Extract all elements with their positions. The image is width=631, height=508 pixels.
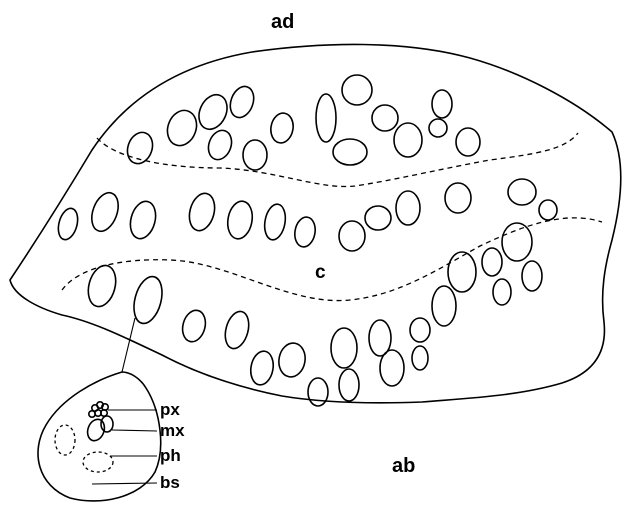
cell xyxy=(445,183,471,213)
metaxylem-vessel xyxy=(101,416,113,432)
label-metaxylem: mx xyxy=(160,421,185,440)
cell xyxy=(429,119,447,137)
cell xyxy=(456,128,480,156)
cell xyxy=(243,140,267,170)
cell xyxy=(396,191,420,225)
phloem-region xyxy=(83,452,113,472)
inset-connector-line xyxy=(122,318,135,372)
cell xyxy=(179,308,209,345)
cell xyxy=(410,318,430,342)
cell xyxy=(269,111,296,144)
label-bundle-sheath: bs xyxy=(160,473,180,492)
cell xyxy=(185,191,218,234)
cell xyxy=(276,341,308,379)
cell xyxy=(539,200,557,220)
cell xyxy=(205,127,236,163)
cell xyxy=(522,261,542,291)
cell xyxy=(432,90,452,118)
cell xyxy=(502,223,532,261)
cell xyxy=(87,189,123,235)
cell xyxy=(493,279,511,305)
lower-boundary-line xyxy=(62,218,602,301)
inset-outline xyxy=(38,372,161,501)
cell xyxy=(248,349,276,386)
cell xyxy=(55,206,81,242)
cell xyxy=(126,199,159,242)
label-phloem: ph xyxy=(160,446,181,465)
cell xyxy=(262,203,288,242)
cell xyxy=(365,206,391,230)
label-protoxylem: px xyxy=(160,400,180,419)
cell xyxy=(339,221,365,251)
phloem-region xyxy=(55,425,75,455)
cell xyxy=(432,286,456,326)
cell xyxy=(221,309,252,351)
cell xyxy=(482,248,502,276)
cell xyxy=(412,346,428,370)
label-adaxial: ad xyxy=(271,11,294,33)
label-center: c xyxy=(315,262,326,283)
cell xyxy=(339,369,359,401)
cell xyxy=(316,94,336,142)
upper-cell-band xyxy=(123,75,480,170)
cell xyxy=(194,90,233,134)
protoxylem-cluster xyxy=(89,402,108,417)
cell xyxy=(123,129,156,167)
cell xyxy=(225,199,255,241)
label-abaxial: ab xyxy=(392,455,415,477)
cell xyxy=(448,252,476,292)
cell xyxy=(84,262,120,309)
section-outline xyxy=(10,44,621,402)
cell xyxy=(333,139,367,165)
cell xyxy=(331,328,357,368)
cell xyxy=(163,106,202,149)
cell xyxy=(342,75,372,105)
cell xyxy=(372,105,398,131)
cell xyxy=(293,215,318,248)
mx-leader xyxy=(112,430,157,431)
middle-cell-band xyxy=(55,179,557,251)
cell xyxy=(380,350,404,386)
cell xyxy=(308,378,328,406)
bs-leader xyxy=(92,483,157,484)
cell xyxy=(394,123,422,157)
vascular-bundle-inset: px mx ph bs xyxy=(38,372,185,501)
cell xyxy=(508,179,536,205)
cell xyxy=(226,83,258,121)
